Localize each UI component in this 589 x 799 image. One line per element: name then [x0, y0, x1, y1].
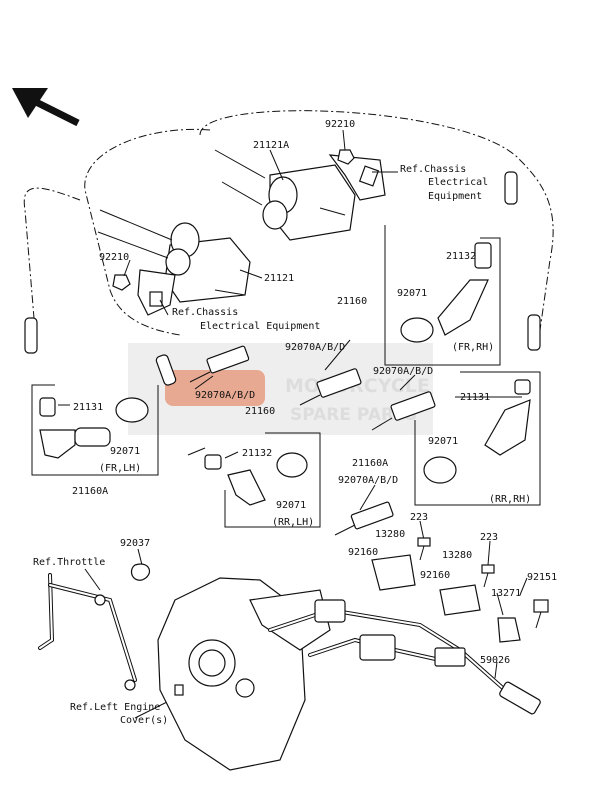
- label-92071-a: 92071: [397, 288, 427, 299]
- label-21131-a: 21131: [73, 402, 103, 413]
- label-ref-throttle: Ref.Throttle: [33, 557, 105, 568]
- label-92070-c: 92070A/B/D: [373, 366, 433, 377]
- label-ref-chassis-2a: Ref.Chassis: [172, 307, 238, 318]
- label-92160-b: 92160: [420, 570, 450, 581]
- spark-plug-4: [334, 501, 394, 536]
- bolt-223-left: [417, 537, 431, 561]
- plug-cap-21132-rr-lh: [204, 454, 266, 506]
- bracket-92160-right: [439, 584, 481, 616]
- label-ref-engine-1: Ref.Left Engine: [70, 702, 160, 713]
- label-ref-chassis-1c: Equipment: [428, 191, 482, 202]
- plug-cap-92071-left: [115, 397, 149, 423]
- label-92037: 92037: [120, 538, 150, 549]
- bolt-92151: [533, 599, 549, 629]
- nut-92210-upper: [337, 149, 355, 165]
- plug-cap-box-fr-rh: [384, 225, 501, 366]
- spark-plug-1: [189, 345, 250, 383]
- plug-cap-box-rr-lh: [187, 432, 321, 528]
- label-223-a: 223: [410, 512, 428, 523]
- label-59026: 59026: [480, 655, 510, 666]
- label-92071-d: 92071: [428, 436, 458, 447]
- label-92070-b: 92070A/B/D: [195, 390, 255, 401]
- watermark-panel: [128, 343, 433, 435]
- throttle-cable: [38, 563, 151, 691]
- label-21132-a: 21132: [446, 251, 476, 262]
- label-rr-lh: (RR,LH): [272, 517, 314, 528]
- ignition-coil-lower: [97, 209, 251, 316]
- pickup-coil-harness: [268, 599, 541, 715]
- label-21160-top: 21160: [337, 296, 367, 307]
- nut-92210-lower: [112, 274, 131, 291]
- bolt-223-right: [481, 564, 495, 588]
- engine-left-cover: [157, 577, 331, 771]
- label-92070-d: 92070A/B/D: [338, 475, 398, 486]
- watermark-line2: SPARE PARTS: [290, 405, 417, 425]
- label-223-b: 223: [480, 532, 498, 543]
- label-92160-a: 92160: [348, 547, 378, 558]
- lead-harness-outline: [23, 110, 554, 336]
- spark-plug-2: [299, 368, 362, 406]
- label-21160A-right: 21160A: [352, 458, 388, 469]
- lead-connectors: [24, 171, 541, 386]
- label-21121: 21121: [264, 273, 294, 284]
- plug-cap-92071-fr-rh: [400, 317, 434, 343]
- plug-cap-92071-rr-lh: [276, 452, 308, 478]
- label-rr-rh: (RR,RH): [489, 494, 531, 505]
- plug-cap-box-fr-lh: [31, 384, 159, 476]
- label-92071-b: 92071: [110, 446, 140, 457]
- label-92071-c: 92071: [276, 500, 306, 511]
- spark-plug-3: [371, 391, 436, 431]
- ignition-coil-upper: [214, 149, 386, 241]
- plug-cap-92071-rr-rh: [423, 456, 457, 484]
- label-21121A: 21121A: [253, 140, 289, 151]
- label-21160-b: 21160: [245, 406, 275, 417]
- label-92151: 92151: [527, 572, 557, 583]
- watermark-logo: [165, 370, 265, 406]
- label-fr-rh: (FR,RH): [452, 342, 494, 353]
- clamp-13271: [497, 617, 521, 643]
- label-ref-chassis-1b: Electrical: [428, 177, 488, 188]
- label-13280-a: 13280: [375, 529, 405, 540]
- label-ref-engine-2: Cover(s): [120, 715, 168, 726]
- plug-cap-21131-rr-rh: [484, 379, 531, 456]
- label-13271: 13271: [491, 588, 521, 599]
- label-13280-b: 13280: [442, 550, 472, 561]
- part-labels: 92210 21121A Ref.Chassis Electrical Equi…: [33, 119, 557, 726]
- plug-cap-21131-left: [39, 397, 111, 459]
- label-ref-chassis-1a: Ref.Chassis: [400, 164, 466, 175]
- label-92210-b: 92210: [99, 252, 129, 263]
- plug-cap-box-rr-rh: [414, 371, 541, 506]
- label-21160A-left: 21160A: [72, 486, 108, 497]
- label-92210-a: 92210: [325, 119, 355, 130]
- direction-arrow-icon: [12, 88, 80, 127]
- label-21131-b: 21131: [460, 392, 490, 403]
- plug-cap-21132-fr-rh: [437, 242, 492, 336]
- label-fr-lh: (FR,LH): [99, 463, 141, 474]
- bracket-92160-left: [371, 554, 416, 591]
- label-21132-b: 21132: [242, 448, 272, 459]
- label-ref-chassis-2b: Electrical Equipment: [200, 321, 320, 332]
- label-92070-a: 92070A/B/D: [285, 342, 345, 353]
